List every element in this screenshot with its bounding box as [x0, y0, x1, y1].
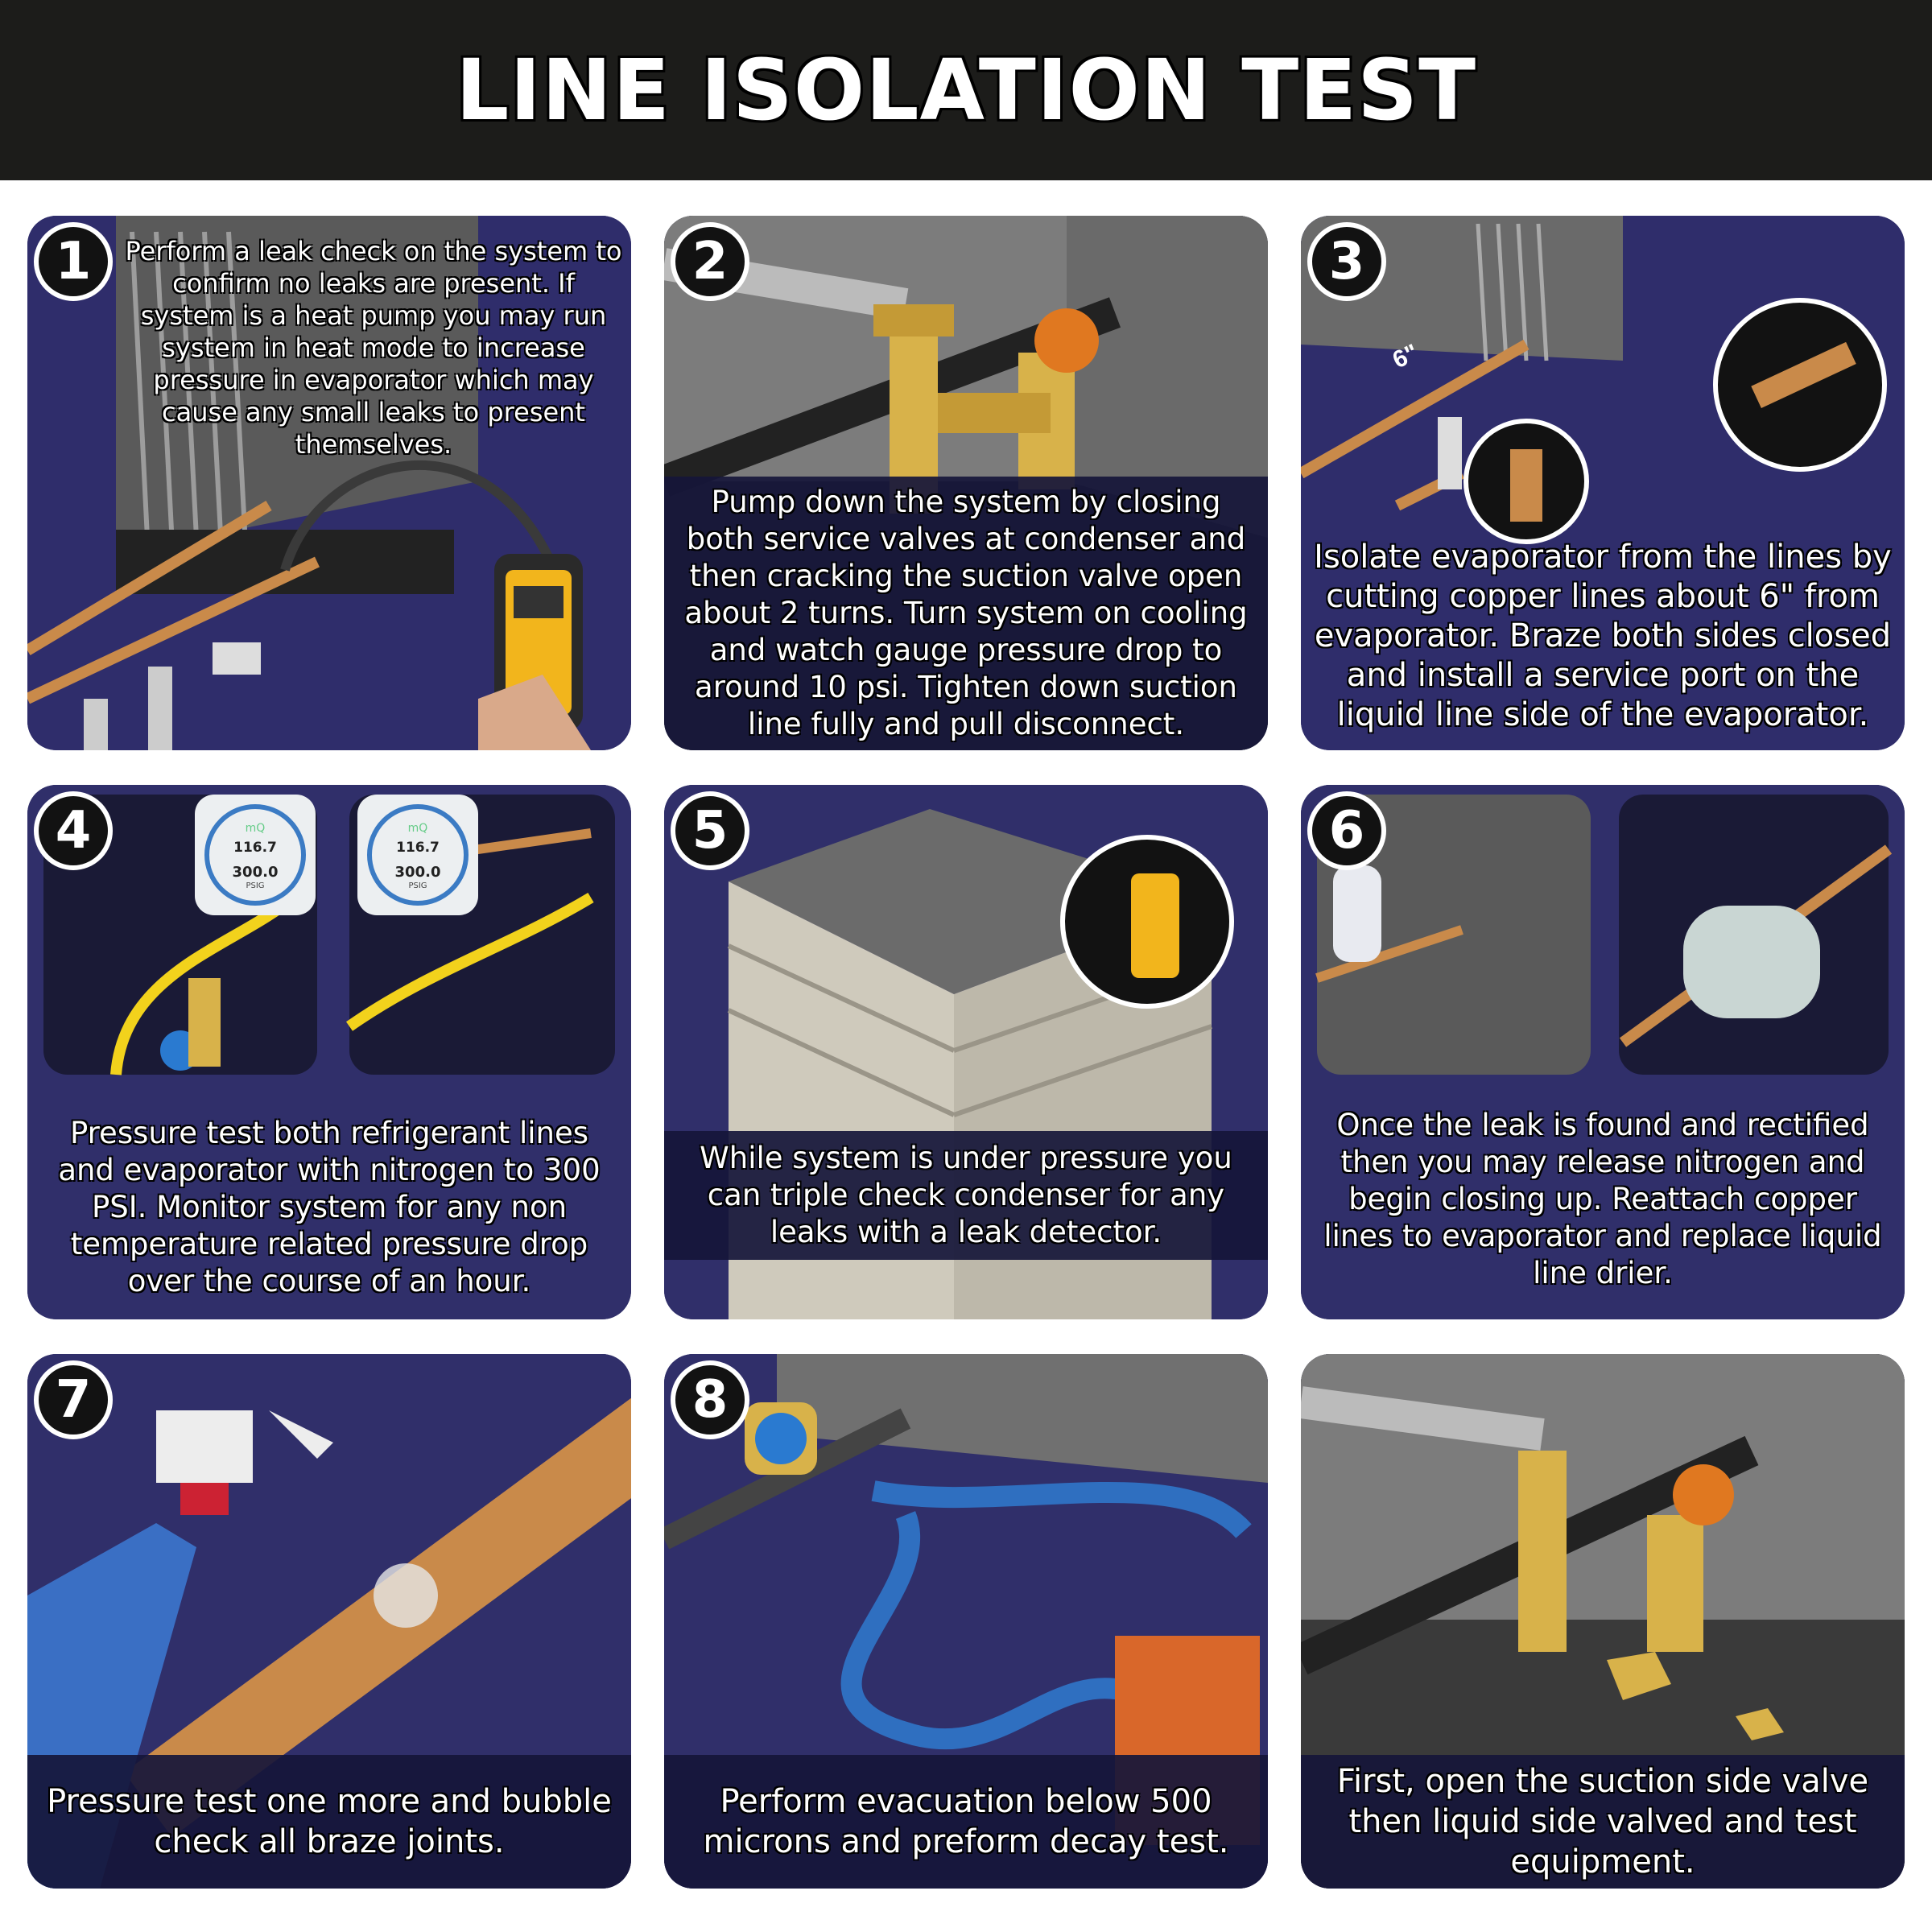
step-number-badge: 6: [1307, 791, 1386, 870]
valve-cap-icon: [1736, 1708, 1784, 1740]
step-panel-1: 1 Perform a leak check on the system to …: [27, 216, 631, 750]
step-2-caption-band: Pump down the system by closing both ser…: [664, 477, 1268, 750]
step-9-instruction: First, open the suction side valve then …: [1336, 1763, 1869, 1880]
step-panel-9: First, open the suction side valve then …: [1301, 1354, 1905, 1889]
step-number-badge: 2: [671, 222, 749, 301]
nitrogen-pressure-test-illustration: [27, 785, 631, 1319]
step-number-badge: 4: [34, 791, 113, 870]
leak-check-illustration: [27, 216, 631, 750]
step-5-instruction: While system is under pressure you can t…: [700, 1141, 1232, 1249]
step-9-caption-band: First, open the suction side valve then …: [1301, 1755, 1905, 1889]
step-number-badge: 5: [671, 791, 749, 870]
gauge-setpoint: 300.0: [394, 864, 441, 881]
header-bar: LINE ISOLATION TEST: [0, 0, 1932, 180]
gauge-unit: PSIG: [246, 881, 265, 890]
gauge-setpoint: 300.0: [232, 864, 279, 881]
pressure-gauge-left: mQ 116.7 300.0 PSIG: [195, 795, 316, 915]
cut-lines-illustration: 6": [1301, 216, 1905, 750]
liquid-line-drier-icon: [1683, 906, 1820, 1018]
step-2-instruction: Pump down the system by closing both ser…: [684, 485, 1248, 741]
step-6-instruction: Once the leak is found and rectified the…: [1323, 1108, 1882, 1290]
step-7-instruction: Pressure test one more and bubble check …: [47, 1783, 612, 1860]
step-number-badge: 1: [34, 222, 113, 301]
gauge-reading: 116.7: [233, 840, 277, 856]
step-number-badge: 3: [1307, 222, 1386, 301]
step-5-caption-band: While system is under pressure you can t…: [664, 1131, 1268, 1260]
step-8-instruction: Perform evacuation below 500 microns and…: [703, 1783, 1229, 1860]
step-number-badge: 8: [671, 1360, 749, 1439]
rotate-arrow-icon: [1034, 308, 1099, 373]
pressure-gauge-right: mQ 116.7 300.0 PSIG: [357, 795, 478, 915]
gauge-reading: 116.7: [396, 840, 440, 856]
gauge-unit: PSIG: [408, 881, 427, 890]
rotate-arrow-icon: [1673, 1464, 1734, 1525]
step-panel-6: 6 Once the leak is found and rectified t…: [1301, 785, 1905, 1319]
step-panel-2: 2 Pump down the system by closing both s…: [664, 216, 1268, 750]
gauge-brand: mQ: [407, 822, 428, 835]
step-8-caption-band: Perform evacuation below 500 microns and…: [664, 1755, 1268, 1889]
step-panel-3: 6" 3 Isolate evaporator from the lines b…: [1301, 216, 1905, 750]
page-title: LINE ISOLATION TEST: [455, 41, 1477, 139]
step-1-instruction: Perform a leak check on the system to co…: [125, 236, 622, 460]
step-panel-5: 5 While system is under pressure you can…: [664, 785, 1268, 1319]
step-7-caption-band: Pressure test one more and bubble check …: [27, 1755, 631, 1889]
leak-detector-icon: [494, 554, 583, 731]
step-panel-7: 7 Pressure test one more and bubble chec…: [27, 1354, 631, 1889]
step-panel-4: mQ 116.7 300.0 PSIG mQ 116.7 300.0 PSIG …: [27, 785, 631, 1319]
step-panel-8: 8 Perform evacuation below 500 microns a…: [664, 1354, 1268, 1889]
micron-gauge-icon: [755, 1413, 807, 1464]
filter-drier-illustration: [1301, 785, 1905, 1319]
gauge-brand: mQ: [245, 822, 266, 835]
step-4-instruction: Pressure test both refrigerant lines and…: [58, 1116, 601, 1298]
valve-cap-icon: [1607, 1652, 1671, 1700]
step-3-instruction: Isolate evaporator from the lines by cut…: [1314, 539, 1892, 733]
step-number-badge: 7: [34, 1360, 113, 1439]
